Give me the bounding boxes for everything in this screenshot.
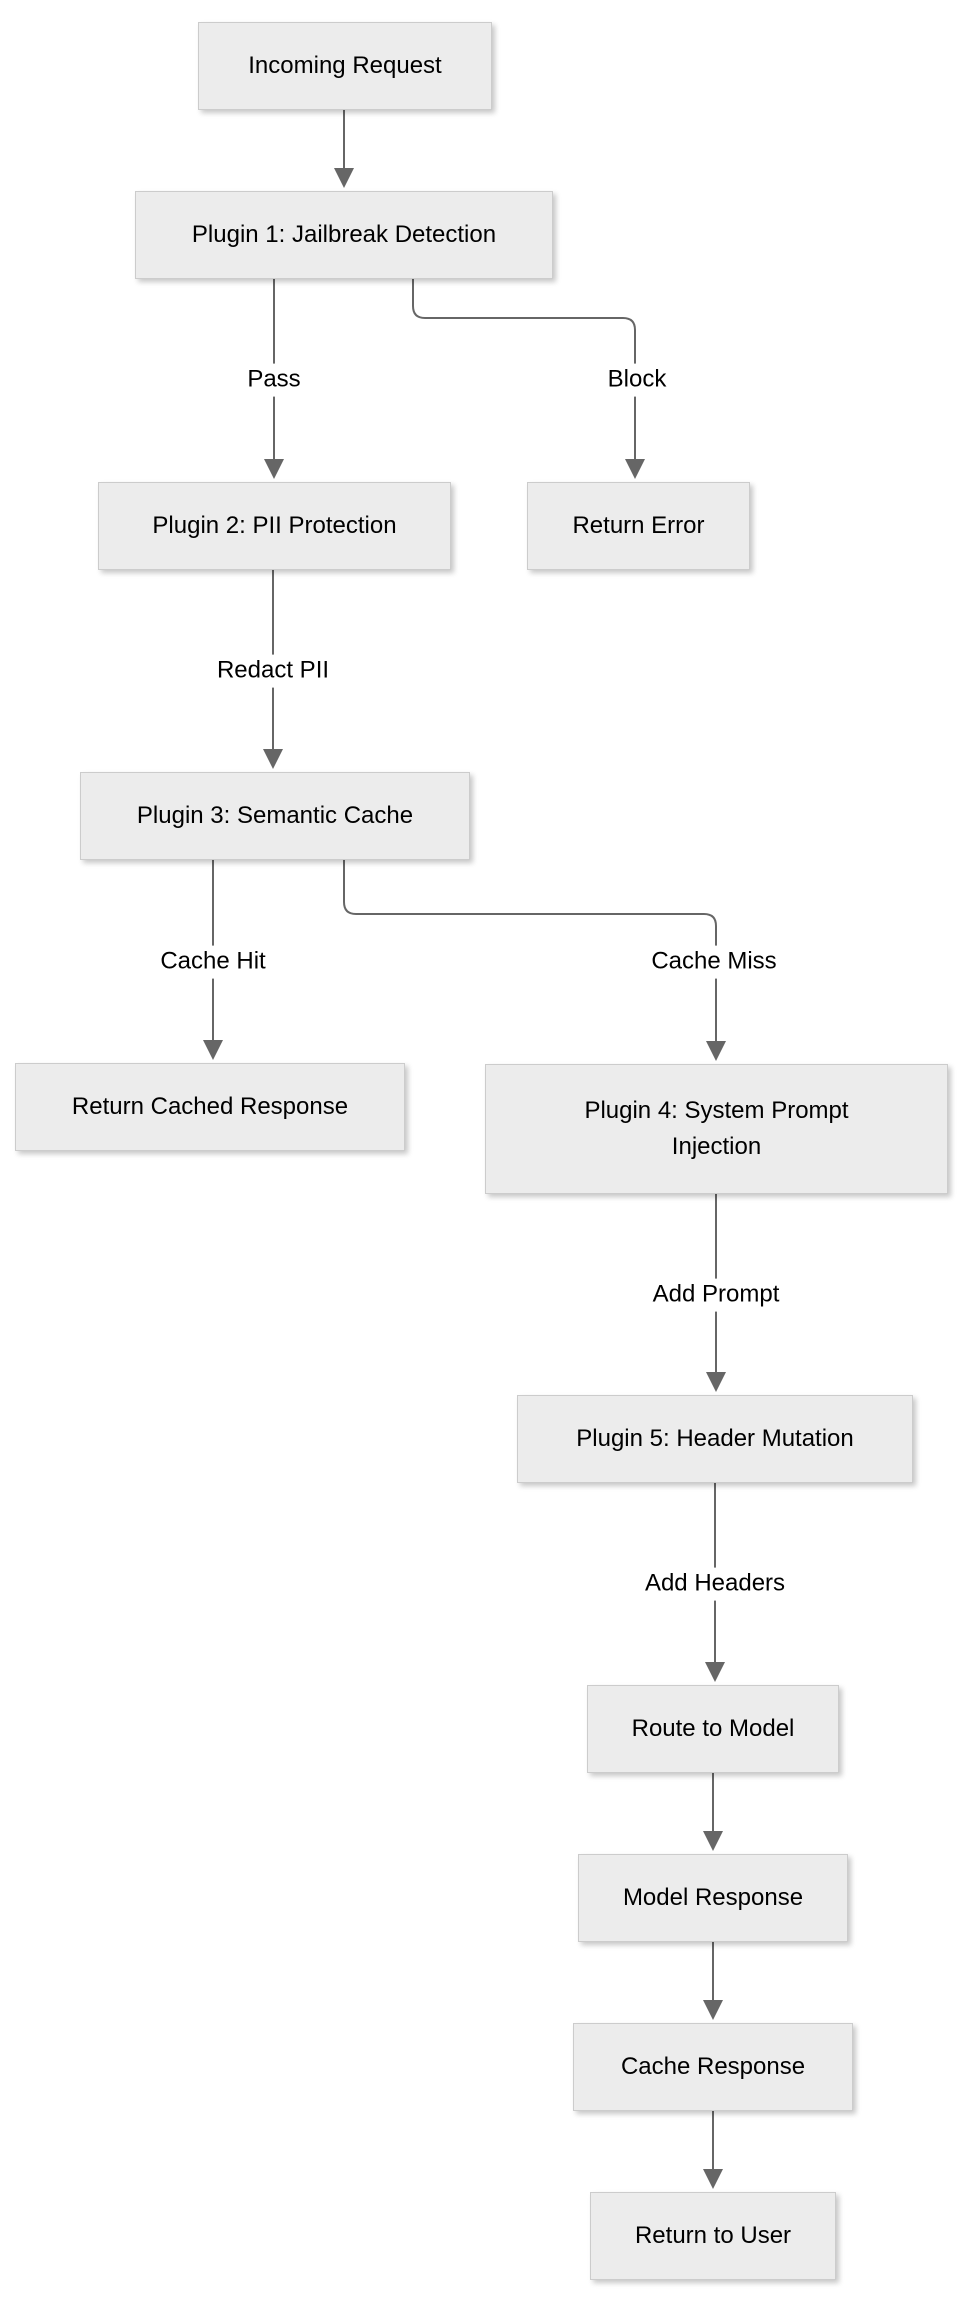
node-model-response-label: Model Response — [622, 1884, 804, 1911]
edge-label-add-headers: Add Headers — [636, 1567, 794, 1601]
node-plugin2-label: Plugin 2: PII Protection — [152, 512, 397, 539]
node-plugin4-label: Plugin 4: System Prompt Injection — [584, 1097, 849, 1160]
node-plugin5-header-mutation: Plugin 5: Header Mutation — [517, 1395, 913, 1483]
node-return-to-user-label: Return to User — [634, 2222, 792, 2249]
node-plugin2-pii-protection: Plugin 2: PII Protection — [98, 482, 451, 570]
node-cache-response: Cache Response — [573, 2023, 853, 2111]
node-plugin5-label: Plugin 5: Header Mutation — [576, 1425, 854, 1452]
node-incoming-request-label: Incoming Request — [248, 52, 442, 79]
node-return-error: Return Error — [527, 482, 750, 570]
node-return-to-user: Return to User — [590, 2192, 836, 2280]
edge-label-block: Block — [599, 363, 675, 397]
node-plugin1-label: Plugin 1: Jailbreak Detection — [191, 221, 497, 248]
node-route-to-model-label: Route to Model — [631, 1715, 795, 1742]
node-return-cached-response: Return Cached Response — [15, 1063, 405, 1151]
edge-label-pass: Pass — [239, 363, 309, 397]
edge-label-cache-hit: Cache Hit — [152, 945, 274, 979]
edge-label-cache-miss: Cache Miss — [643, 945, 785, 979]
node-cache-response-label: Cache Response — [620, 2053, 806, 2080]
node-plugin3-label: Plugin 3: Semantic Cache — [136, 802, 414, 829]
edge-label-add-prompt: Add Prompt — [644, 1278, 788, 1312]
node-model-response: Model Response — [578, 1854, 848, 1942]
node-plugin4-system-prompt-injection: Plugin 4: System Prompt Injection — [485, 1064, 948, 1194]
edge-label-redact-pii: Redact PII — [208, 654, 338, 688]
node-plugin3-semantic-cache: Plugin 3: Semantic Cache — [80, 772, 470, 860]
node-return-cached-response-label: Return Cached Response — [71, 1093, 349, 1120]
node-route-to-model: Route to Model — [587, 1685, 839, 1773]
node-plugin1-jailbreak-detection: Plugin 1: Jailbreak Detection — [135, 191, 553, 279]
node-return-error-label: Return Error — [572, 512, 705, 539]
node-incoming-request: Incoming Request — [198, 22, 492, 110]
